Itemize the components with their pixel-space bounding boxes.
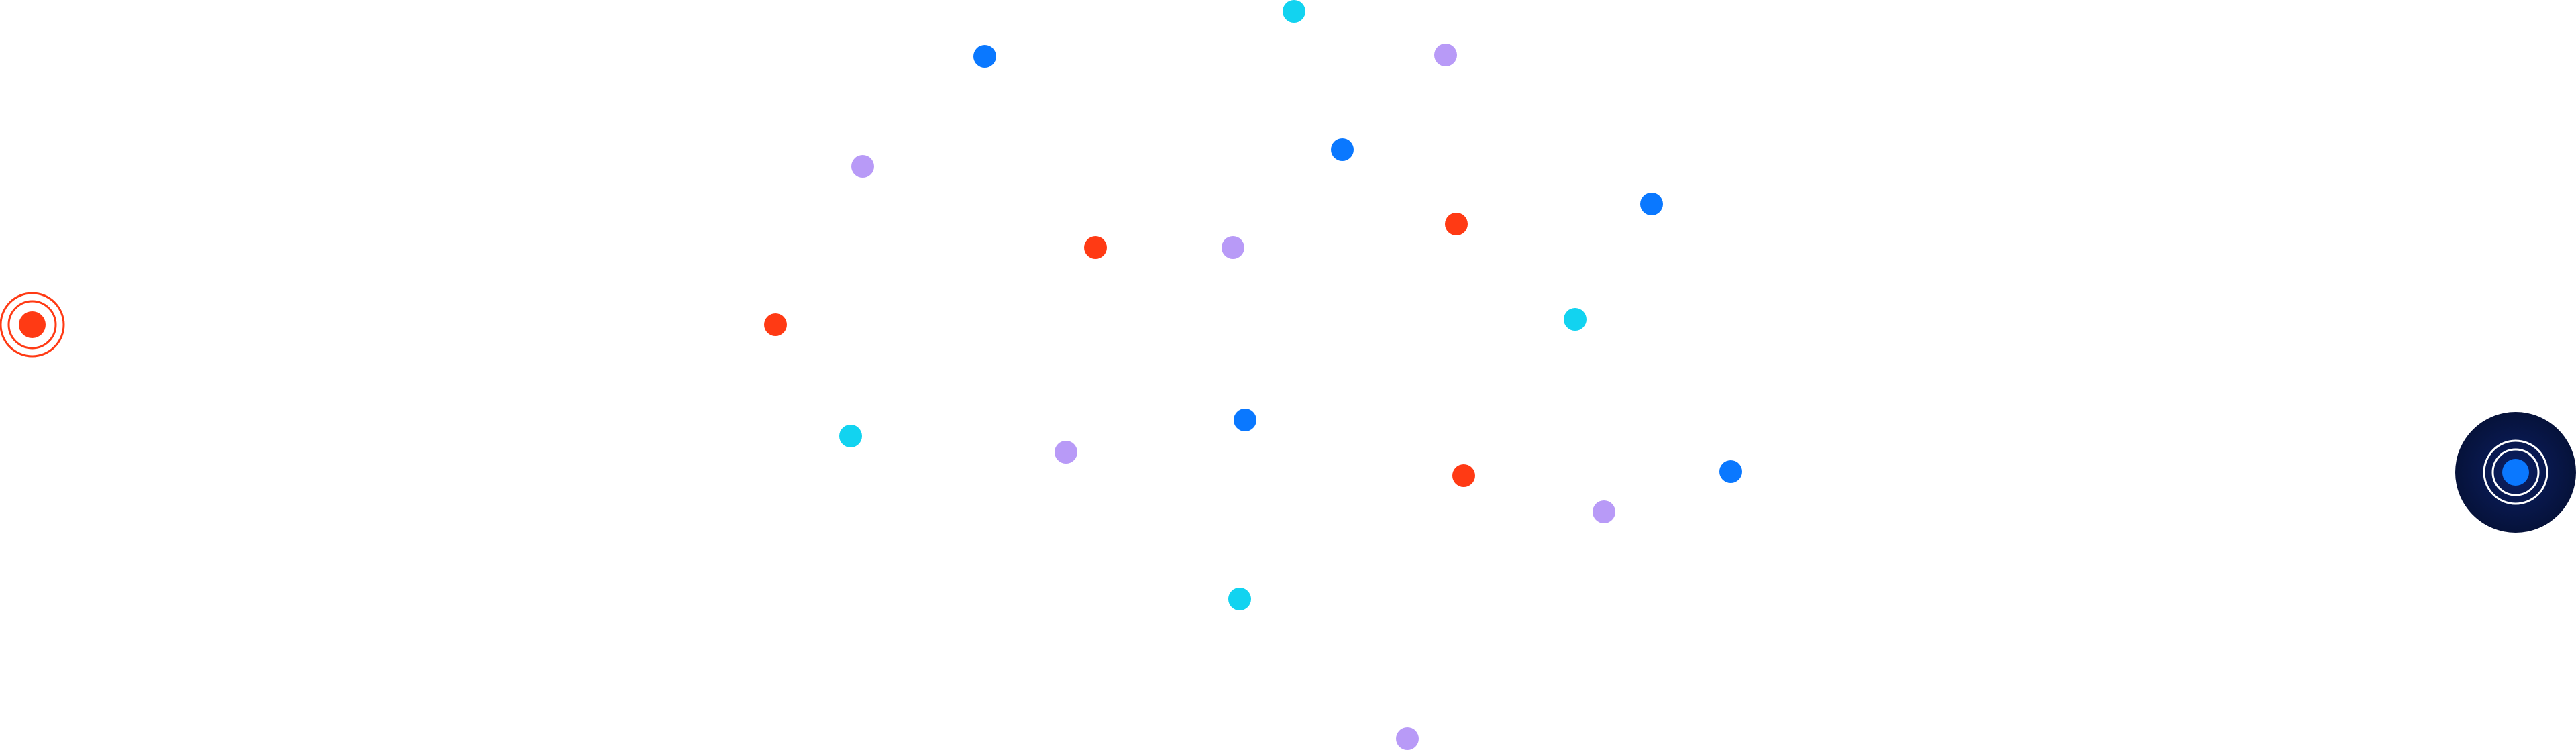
target-blue-icon [2455,412,2576,533]
cyan-dot [1564,308,1587,331]
lavender-dot [851,155,874,178]
red-dot [1084,236,1107,259]
lavender-dot [1222,236,1244,259]
cyan-dot [839,425,862,447]
red-dot [1452,464,1475,487]
lavender-dot [1396,727,1419,750]
dots-layer [764,0,1742,750]
blue-dot [1719,460,1742,483]
blue-dot [973,45,996,68]
lavender-dot [1055,441,1077,464]
blue-dot [1640,193,1663,215]
lavender-dot [1434,44,1457,66]
cyan-dot [1283,0,1305,23]
lavender-dot [1593,500,1615,523]
blue-dot [1234,409,1256,431]
blue-dot [1331,138,1354,161]
cyan-dot [1228,588,1251,610]
red-dot [1445,213,1468,235]
red-dot [764,313,787,336]
target-red-icon [0,292,65,358]
